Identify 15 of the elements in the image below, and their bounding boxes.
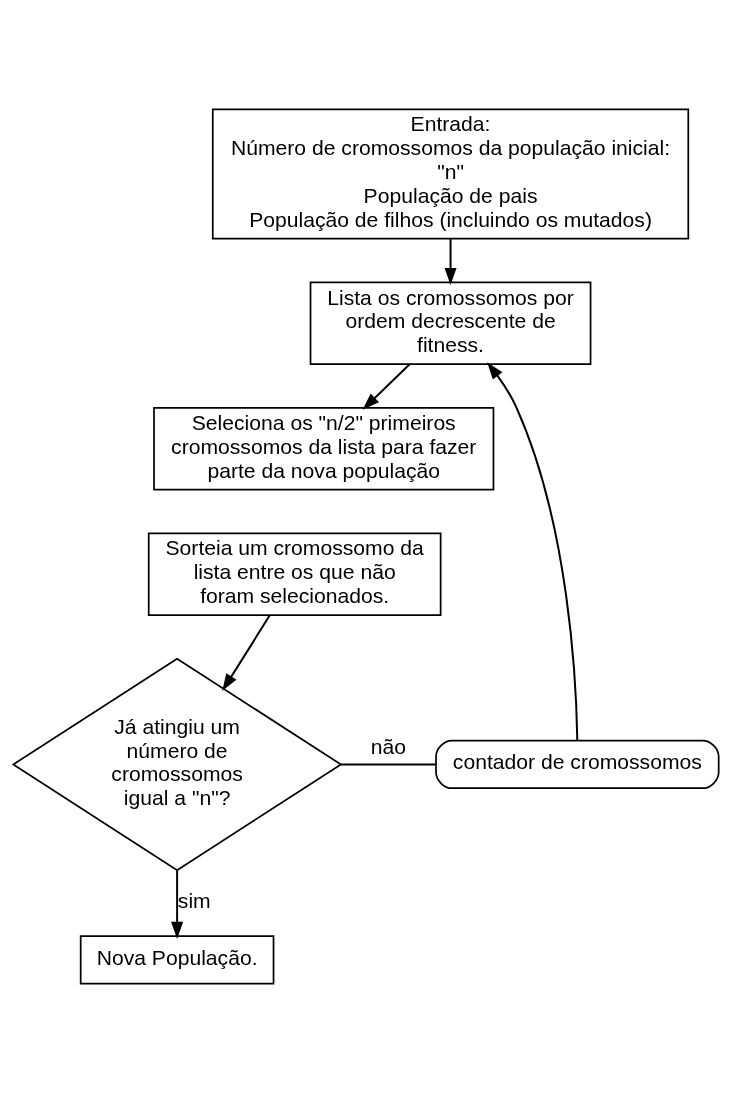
- node-box: Nova População.: [79, 935, 275, 985]
- node-diamond: Já atingiu um número de cromossomos igual a "n"?: [11, 657, 343, 872]
- edge-label: sim: [177, 889, 211, 913]
- arrow: [487, 362, 579, 742]
- arrow: [222, 614, 271, 692]
- arrow: [362, 363, 411, 410]
- node-box: Seleciona os "n/2" primeiros cromossomos da lista para fazer parte da nova população: [153, 406, 495, 491]
- arrow: [171, 869, 184, 940]
- node-box: Entrada: Número de cromossomos da população inicial: "n" População de pais População de filhos (incluindo os mutados): [211, 108, 690, 240]
- arrow: [444, 237, 457, 286]
- edge-label: não: [370, 734, 407, 758]
- node-box: Lista os cromossomos por ordem decrescente de fitness.: [309, 281, 592, 366]
- node-box: contador de cromossomos: [435, 739, 720, 790]
- connector: [340, 763, 437, 766]
- node-box: Sorteia um cromossomo da lista entre os que não foram selecionados.: [147, 532, 442, 617]
